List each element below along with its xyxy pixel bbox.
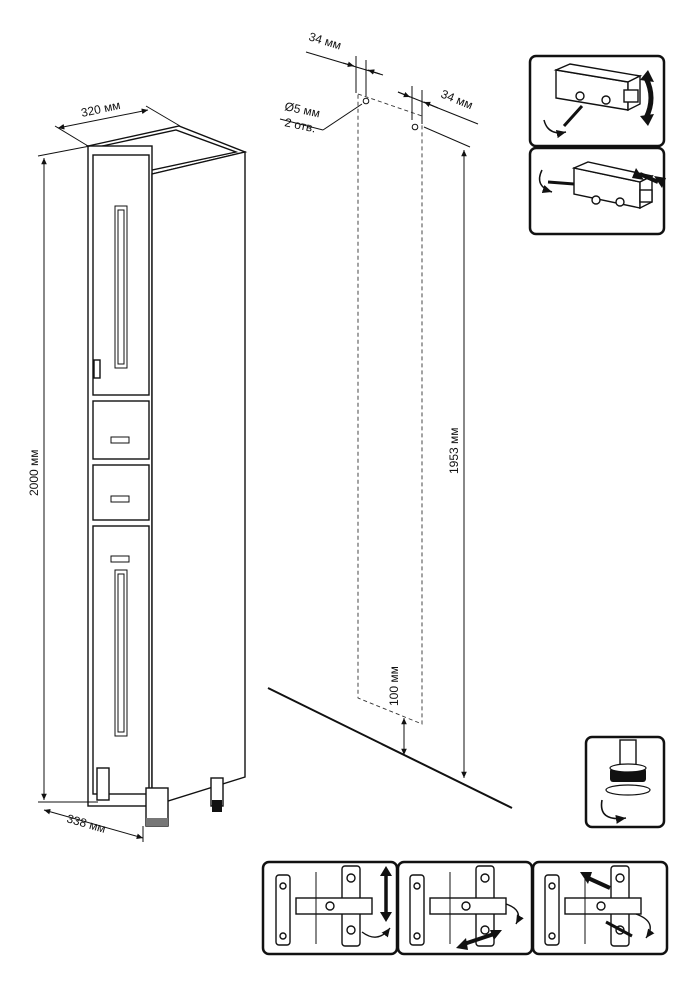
leg-adjust-icon	[584, 735, 666, 829]
floor-offset-label: 100 мм	[387, 666, 401, 706]
hinge-horizontal-icon	[396, 860, 534, 956]
depth-label: 338 мм	[65, 811, 107, 835]
wall-mounting-layout: 34 мм 34 мм Ø5 мм 2 отв. 1953 мм 100 мм	[267, 29, 513, 809]
hanger-adjust-icon	[528, 54, 666, 148]
hinge-vertical-icon	[261, 860, 399, 956]
hole-spacing-left-label: 34 мм	[307, 29, 343, 52]
hole-count-label: 2 отв.	[283, 115, 317, 135]
mount-hole-left	[362, 97, 370, 105]
cabinet-drawing	[85, 125, 248, 827]
height-label: 2000 мм	[27, 449, 41, 496]
mount-hole-right	[411, 123, 419, 131]
hanger-depth-icon	[528, 146, 666, 236]
floor-line	[267, 687, 513, 809]
mount-height-label: 1953 мм	[447, 427, 461, 474]
hole-spacing-right-label: 34 мм	[439, 87, 475, 112]
hinge-depth-icon	[531, 860, 669, 956]
